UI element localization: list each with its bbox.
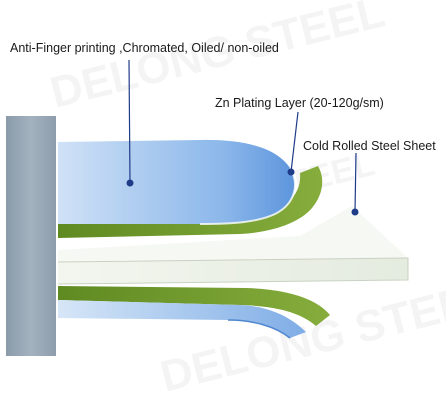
base-marker [351, 208, 359, 216]
coating-marker [126, 179, 134, 187]
base-label: Cold Rolled Steel Sheet [303, 139, 436, 153]
lower-zinc-layer [58, 286, 330, 326]
lower-layers [58, 286, 330, 339]
upper-coating-layer [58, 139, 295, 224]
zinc-marker [287, 168, 295, 176]
leader-lines [126, 59, 359, 216]
zinc-label: Zn Plating Layer (20-120g/sm) [215, 96, 384, 110]
upper-coating-edge [199, 167, 296, 225]
steel-sheet-body [58, 258, 408, 284]
steel-sheet-top [58, 206, 408, 262]
lower-coating-layer [58, 300, 306, 338]
lower-coating-edge [227, 319, 291, 339]
backing-block [6, 116, 56, 356]
steel-sheet [57, 206, 409, 285]
coating-label: Anti-Finger printing ,Chromated, Oiled/ … [10, 41, 279, 55]
steel-sheet-outline [57, 257, 409, 285]
zinc-leader-line [290, 111, 299, 173]
coating-leader-line [128, 59, 131, 184]
base-leader-line [354, 152, 357, 213]
upper-layers [58, 139, 323, 238]
